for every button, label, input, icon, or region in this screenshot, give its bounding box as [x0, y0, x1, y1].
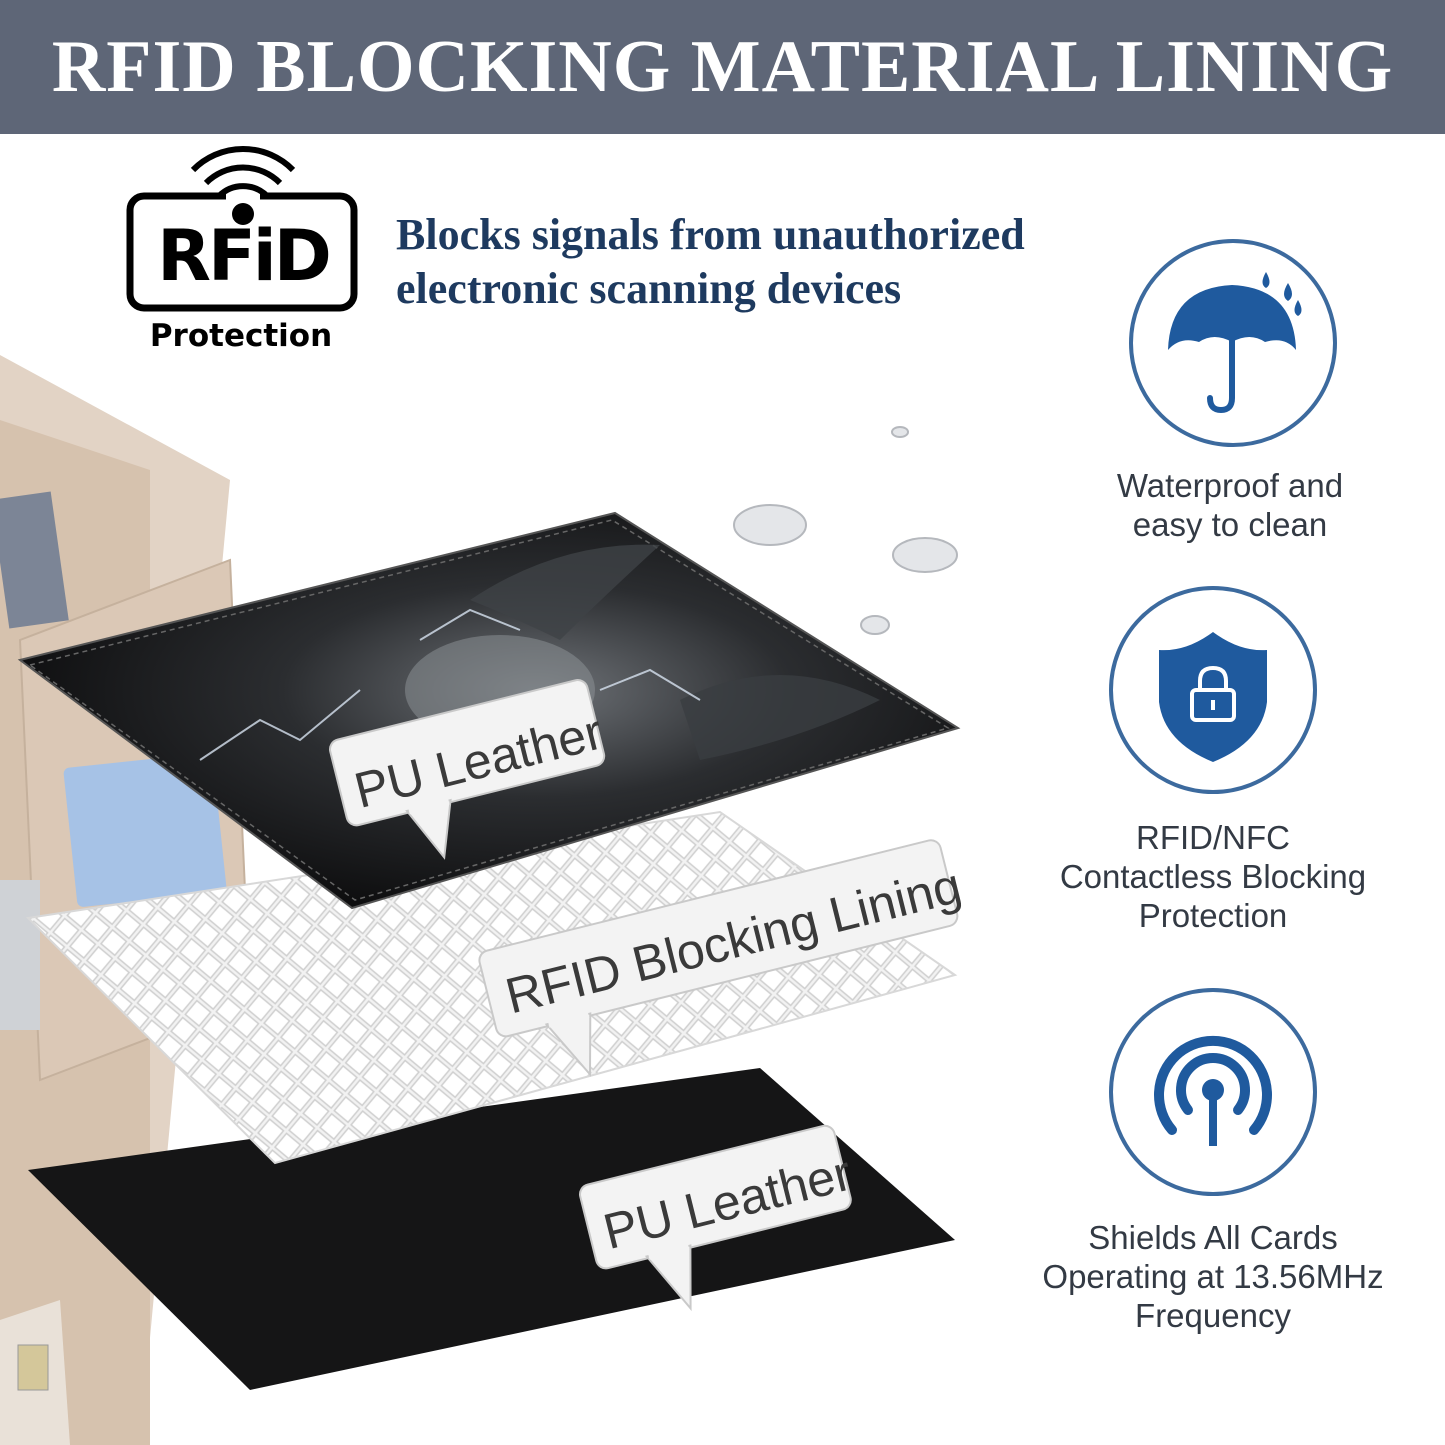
callout-rfid-lining — [478, 839, 959, 1078]
shield-lock-icon — [1109, 586, 1317, 794]
feature-blocking-line-2: Contactless Blocking — [1059, 858, 1367, 895]
feature-waterproof-line-1: Waterproof and — [1116, 467, 1344, 504]
rfid-badge-word: RFiD — [157, 215, 332, 297]
water-drops — [733, 426, 958, 635]
signal-antenna-icon — [1109, 988, 1317, 1196]
feature-blocking-line-1: RFID/NFC — [1136, 819, 1290, 856]
callout-bottom-leather — [579, 1124, 852, 1312]
tagline: Blocks signals from unauthorized electro… — [396, 208, 1116, 316]
feature-waterproof-line-2: easy to clean — [1132, 506, 1328, 543]
callout-top-leather — [329, 679, 606, 860]
rfid-badge-subtitle: Protection — [149, 318, 333, 354]
title-banner: RFID BLOCKING MATERIAL LINING — [0, 0, 1445, 134]
feature-frequency-line-3: Frequency — [1135, 1297, 1291, 1334]
feature-waterproof-caption: Waterproof and easy to clean — [1020, 466, 1440, 544]
rfid-badge-icon — [126, 145, 358, 312]
feature-frequency-line-2: Operating at 13.56MHz — [1042, 1258, 1384, 1295]
tagline-line-1: Blocks signals from unauthorized — [396, 210, 1025, 259]
feature-frequency-line-1: Shields All Cards — [1088, 1219, 1338, 1256]
feature-blocking-line-3: Protection — [1138, 897, 1288, 934]
tagline-line-2: electronic scanning devices — [396, 264, 902, 313]
page-title: RFID BLOCKING MATERIAL LINING — [51, 26, 1394, 108]
feature-blocking-caption: RFID/NFC Contactless Blocking Protection — [1003, 818, 1423, 935]
umbrella-rain-icon — [1129, 239, 1337, 447]
feature-frequency-caption: Shields All Cards Operating at 13.56MHz … — [1003, 1218, 1423, 1335]
